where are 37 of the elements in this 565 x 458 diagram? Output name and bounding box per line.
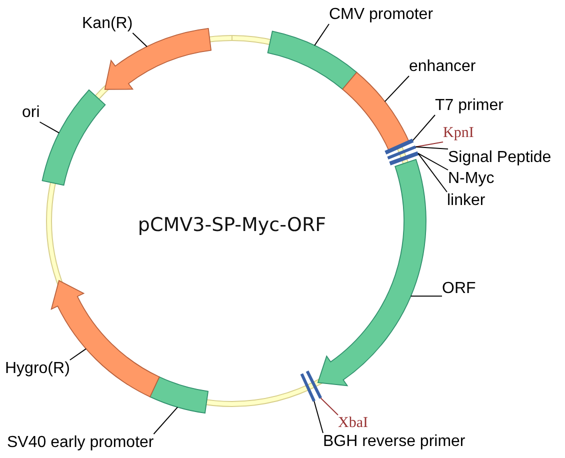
feature-label: ORF: [442, 280, 476, 298]
leader-line: [384, 76, 410, 102]
leader-line: [410, 296, 442, 297]
leader-line: [69, 348, 87, 360]
restriction-site-label: KpnI: [443, 125, 474, 142]
feature-label: CMV promoter: [329, 6, 434, 24]
feature-label: linker: [447, 192, 486, 210]
leader-line: [314, 400, 324, 434]
feature-label: Hygro(R): [5, 360, 70, 378]
site-stripe: [387, 145, 416, 160]
feature-label: T7 primer: [435, 97, 504, 115]
feature-segment: [267, 30, 358, 90]
feature-label: Signal Peptide: [448, 149, 552, 167]
leader-line: [132, 32, 148, 48]
feature-label: Kan(R): [82, 15, 133, 33]
leader-line: [320, 398, 338, 416]
feature-label: N-Myc: [448, 170, 494, 188]
site-stripe: [384, 138, 414, 154]
feature-label: ori: [22, 104, 40, 122]
leader-line: [418, 152, 448, 192]
site-stripe: [306, 370, 322, 399]
leader-line: [415, 142, 444, 148]
leader-line: [314, 24, 330, 46]
feature-segment: [42, 90, 106, 186]
leader-line: [39, 122, 60, 134]
leader-line: [412, 114, 436, 141]
leader-line: [153, 406, 178, 434]
feature-label: BGH reverse primer: [323, 433, 466, 451]
feature-segment: [150, 376, 208, 414]
plasmid-name: pCMV3-SP-Myc-ORF: [138, 213, 326, 237]
leader-line: [418, 152, 448, 170]
feature-label: SV40 early promoter: [7, 434, 154, 452]
leader-line: [415, 146, 448, 150]
feature-label: enhancer: [409, 58, 476, 76]
site-stripe: [389, 151, 419, 166]
restriction-site-label: XbaI: [338, 415, 368, 432]
site-stripe: [300, 373, 316, 402]
